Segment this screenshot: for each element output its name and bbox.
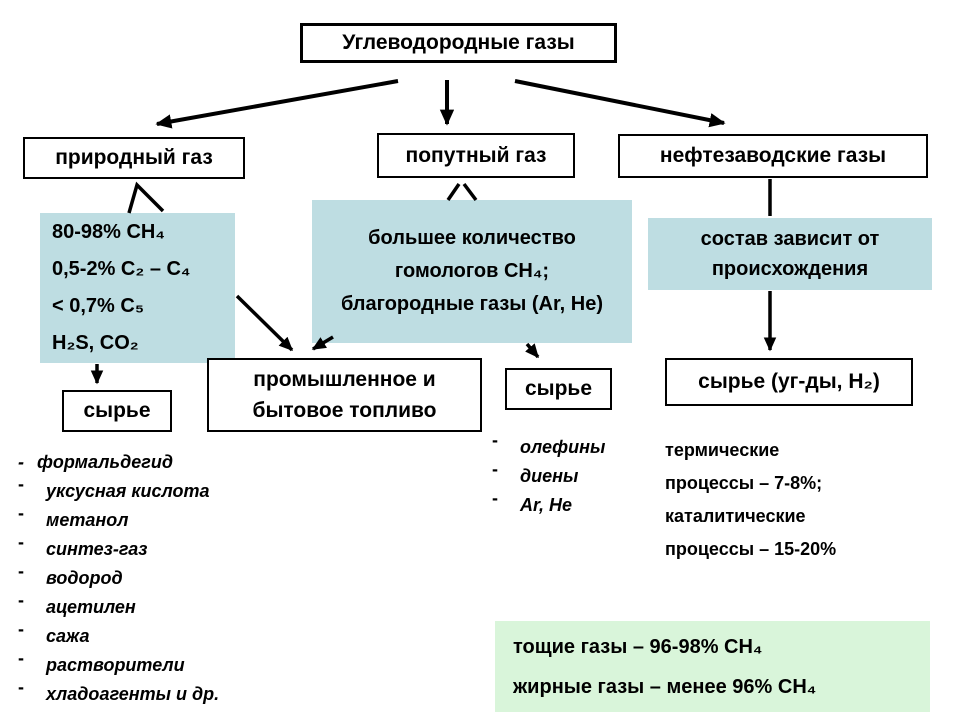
list-item: - водород: [18, 561, 308, 593]
refinery-composition-box: состав зависит от происхождения: [648, 218, 932, 290]
list-item: - ацетилен: [18, 590, 308, 622]
associated-gas-box: попутный газ: [377, 133, 575, 178]
arrow-natural-to-fuel: [235, 294, 294, 352]
raw-material-label: сырье: [83, 399, 151, 423]
list-item: - растворители: [18, 648, 308, 680]
composition-text: состав зависит от происхождения: [700, 228, 880, 280]
list-item-label: диены: [520, 466, 579, 486]
dash-marker: -: [18, 452, 24, 472]
arrow-associated-to-raw: [525, 342, 540, 359]
list-item: - олефины: [492, 430, 652, 462]
list-item-label: метанол: [46, 510, 129, 530]
list-item: - хладоагенты и др.: [18, 677, 308, 709]
arrowhead-natural-composition: [127, 181, 165, 214]
fuel-label: промышленное и бытовое топливо: [252, 368, 437, 422]
dash-marker: -: [18, 619, 24, 639]
dash-marker: -: [492, 459, 498, 479]
refinery-processes-note: термические процессы – 7-8%; каталитичес…: [665, 434, 940, 566]
dash-marker: -: [18, 532, 24, 552]
note-line: каталитические: [665, 506, 806, 526]
dash-marker: -: [492, 430, 498, 450]
raw-material-box-refinery: сырье (уг-ды, H₂): [665, 358, 913, 406]
arrowhead-associated-composition-left: [446, 183, 461, 201]
list-item: - метанол: [18, 503, 308, 535]
arrow-root-to-refinery: [514, 79, 726, 128]
arrow-root-to-natural: [155, 79, 399, 129]
list-item-label: уксусная кислота: [46, 481, 210, 501]
associated-products-list: - олефины - диены - Ar, He: [492, 430, 652, 520]
gas-classification-box: тощие газы – 96-98% CH₄ жирные газы – ме…: [495, 621, 930, 712]
natural-products-list: - формальдегид - уксусная кислота - мета…: [18, 448, 308, 709]
list-item-label: Ar, He: [520, 495, 573, 515]
root-title: Углеводородные газы: [342, 31, 575, 55]
list-item: - синтез-газ: [18, 532, 308, 564]
composition-line: H₂S, CO₂: [52, 332, 139, 354]
root-box: Углеводородные газы: [300, 23, 617, 63]
natural-gas-box: природный газ: [23, 137, 245, 179]
list-item-label: хладоагенты и др.: [46, 684, 220, 704]
associated-gas-label: попутный газ: [405, 143, 547, 167]
classification-line: жирные газы – менее 96% CH₄: [513, 675, 817, 698]
dash-marker: -: [492, 488, 498, 508]
dash-marker: -: [18, 561, 24, 581]
dash-marker: -: [18, 474, 24, 494]
list-item-label: водород: [46, 568, 123, 588]
list-item-label: олефины: [520, 437, 606, 457]
natural-composition-box: 80-98% CH₄ 0,5-2% C₂ – C₄ < 0,7% C₅ H₂S,…: [40, 213, 235, 363]
composition-line: большее количество гомологов CH₄;: [368, 227, 576, 282]
raw-material-label: сырье (уг-ды, H₂): [698, 370, 880, 394]
list-item: - уксусная кислота: [18, 474, 308, 506]
dash-marker: -: [18, 648, 24, 668]
classification-line: тощие газы – 96-98% CH₄: [513, 635, 763, 658]
composition-line: 80-98% CH₄: [52, 221, 165, 243]
note-line: процессы – 15-20%: [665, 539, 837, 559]
list-item-label: формальдегид: [37, 452, 173, 472]
composition-line: 0,5-2% C₂ – C₄: [52, 258, 191, 280]
arrowhead-associated-composition-right: [462, 182, 478, 202]
refinery-gas-box: нефтезаводские газы: [618, 134, 928, 178]
note-line: термические: [665, 440, 780, 460]
dash-marker: -: [18, 677, 24, 697]
associated-composition-box: большее количество гомологов CH₄; благор…: [312, 200, 632, 343]
note-line: процессы – 7-8%;: [665, 473, 823, 493]
raw-material-box-natural: сырье: [62, 390, 172, 432]
list-item-label: синтез-газ: [46, 539, 148, 559]
list-item: - диены: [492, 459, 652, 491]
raw-material-label: сырье: [524, 377, 593, 401]
natural-gas-label: природный газ: [55, 146, 213, 170]
raw-material-box-associated: сырье: [505, 368, 612, 410]
list-item-label: ацетилен: [46, 597, 136, 617]
list-item: - формальдегид: [18, 448, 308, 477]
list-item: - Ar, He: [492, 488, 652, 520]
composition-line: благородные газы (Ar, He): [340, 293, 604, 315]
list-item: - сажа: [18, 619, 308, 651]
dash-marker: -: [18, 590, 24, 610]
dash-marker: -: [18, 503, 24, 523]
composition-line: < 0,7% C₅: [52, 295, 144, 317]
refinery-gas-label: нефтезаводские газы: [659, 144, 887, 168]
list-item-label: растворители: [46, 655, 185, 675]
fuel-box: промышленное и бытовое топливо: [207, 358, 482, 432]
list-item-label: сажа: [46, 626, 90, 646]
